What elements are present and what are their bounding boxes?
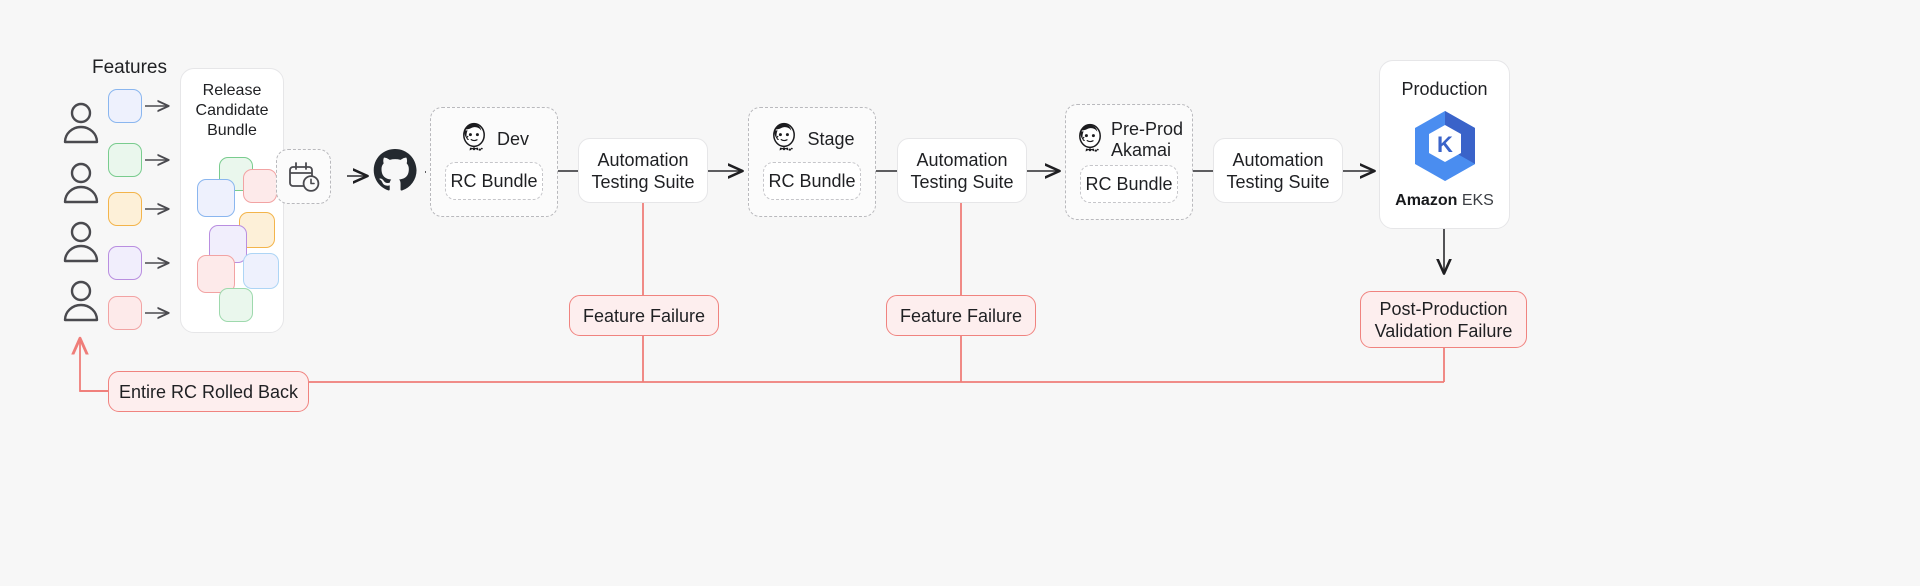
environment-dev[interactable]: Dev RC Bundle [430,107,558,217]
production-brand: Amazon EKS [1380,192,1509,210]
environment-preprod-header: Pre-Prod Akamai [1066,119,1192,161]
release-candidate-bundle-title: Release Candidate Bundle [195,82,269,139]
automation-testing-suite-1[interactable]: Automation Testing Suite [578,138,708,203]
feature-failure-badge-2[interactable]: Feature Failure [886,295,1036,336]
feature-chip-blue[interactable] [108,89,142,123]
github-icon[interactable] [372,148,418,194]
automation-testing-suite-2[interactable]: Automation Testing Suite [897,138,1027,203]
environment-preprod-akamai[interactable]: Pre-Prod Akamai RC Bundle [1065,104,1193,220]
environment-preprod-rc-bundle[interactable]: RC Bundle [1080,165,1178,203]
person-icon-3 [60,219,102,268]
person-icon-1 [60,100,102,149]
environment-stage-rc-bundle[interactable]: RC Bundle [763,162,861,200]
bundle-chip-green-low [219,288,253,322]
bundle-chip-pink-right [243,169,277,203]
kubernetes-hexagon-icon: K [1414,111,1475,181]
production-brand-amazon: Amazon [1395,192,1458,209]
bundle-chip-blue-low [243,253,279,289]
environment-stage[interactable]: Stage RC Bundle [748,107,876,217]
production-brand-eks: EKS [1461,192,1494,209]
features-label: Features [92,57,167,78]
feature-chip-pink[interactable] [108,296,142,330]
svg-text:K: K [1437,132,1453,157]
jenkins-icon [463,122,485,151]
environment-preprod-label: Pre-Prod Akamai [1110,119,1184,160]
jenkins-icon [1079,123,1101,152]
environment-dev-header: Dev [431,122,557,156]
feature-chip-green[interactable] [108,143,142,177]
bundle-chip-blue-left [197,179,235,217]
feature-failure-badge-1[interactable]: Feature Failure [569,295,719,336]
bundle-feature-cluster [181,157,285,332]
feature-chip-orange[interactable] [108,192,142,226]
automation-testing-suite-3[interactable]: Automation Testing Suite [1213,138,1343,203]
jenkins-icon [773,122,796,151]
environment-dev-label: Dev [496,128,529,149]
environment-stage-header: Stage [749,122,875,156]
production-card[interactable]: Production K Amazon EKS [1379,60,1510,229]
person-icon-2 [60,160,102,209]
calendar-clock-icon[interactable] [276,149,331,204]
feature-chip-purple[interactable] [108,246,142,280]
environment-dev-rc-bundle[interactable]: RC Bundle [445,162,543,200]
production-title: Production [1401,79,1488,99]
release-candidate-bundle-card[interactable]: Release Candidate Bundle [180,68,284,333]
person-icon-4 [60,278,102,327]
environment-stage-label: Stage [807,128,855,149]
bundle-chip-pink-low [197,255,235,293]
entire-rc-rolled-back-badge[interactable]: Entire RC Rolled Back [108,371,309,412]
post-production-validation-failure-badge[interactable]: Post-Production Validation Failure [1360,291,1527,348]
